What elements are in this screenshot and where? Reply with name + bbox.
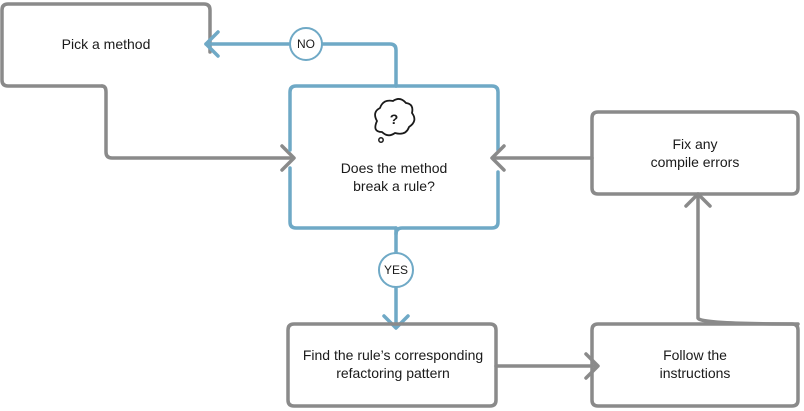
edge-pick-to-decision xyxy=(100,84,296,172)
edge-find-to-follow xyxy=(494,352,600,380)
edge-find-to-follow-arrowhead xyxy=(584,352,600,380)
node-fix-errors: Fix any compile errors xyxy=(590,110,800,196)
yes-badge-label: YES xyxy=(384,263,408,277)
node-follow-frame xyxy=(590,322,800,408)
node-follow-label-line2: instructions xyxy=(660,365,731,381)
node-follow-label-line1: Follow the xyxy=(663,347,727,363)
node-decision-frame-top-left xyxy=(288,84,398,152)
edge-pick-to-decision-arrowhead xyxy=(280,144,296,172)
node-pick-method-frame xyxy=(0,2,212,88)
edge-fix-to-decision xyxy=(490,144,594,172)
question-mark-glyph: ? xyxy=(390,111,399,127)
thought-bubble-dot xyxy=(378,137,384,143)
edge-decision-no-arrowhead xyxy=(204,30,220,58)
node-find-pattern-frame xyxy=(286,322,498,408)
thought-bubble-question-icon: ? xyxy=(374,98,416,143)
node-decision-label-line1: Does the method xyxy=(341,160,448,176)
node-fix-errors-label-line2: compile errors xyxy=(651,154,740,170)
yes-badge xyxy=(378,252,414,288)
no-badge xyxy=(289,27,323,61)
edge-decision-no: NO xyxy=(204,27,398,88)
node-find-pattern-label-line2: refactoring pattern xyxy=(336,365,450,381)
edge-follow-to-fix xyxy=(684,192,800,326)
edge-follow-to-fix-line xyxy=(696,196,800,326)
thought-bubble-outline xyxy=(374,98,416,137)
edge-pick-to-decision-line xyxy=(100,84,294,160)
node-decision-label-line2: break a rule? xyxy=(353,178,435,194)
node-pick-method: Pick a method xyxy=(0,2,212,88)
node-follow: Follow the instructions xyxy=(590,322,800,408)
node-fix-errors-frame xyxy=(590,110,800,196)
node-decision: ? Does the method break a rule? xyxy=(288,84,500,236)
node-pick-method-label: Pick a method xyxy=(62,36,151,52)
edge-decision-yes: YES xyxy=(378,226,414,330)
edge-decision-yes-arrowhead xyxy=(382,314,410,330)
edge-decision-no-line xyxy=(204,42,398,88)
no-badge-label: NO xyxy=(297,37,315,51)
edge-fix-to-decision-arrowhead xyxy=(490,144,506,172)
node-find-pattern-label-line1: Find the rule’s corresponding xyxy=(303,347,483,363)
node-fix-errors-label-line1: Fix any xyxy=(672,136,717,152)
node-decision-frame-bottom-left xyxy=(288,166,398,230)
node-find-pattern: Find the rule’s corresponding refactorin… xyxy=(286,322,498,408)
node-decision-frame-top-right xyxy=(394,84,500,152)
edge-follow-to-fix-arrowhead xyxy=(684,192,712,208)
